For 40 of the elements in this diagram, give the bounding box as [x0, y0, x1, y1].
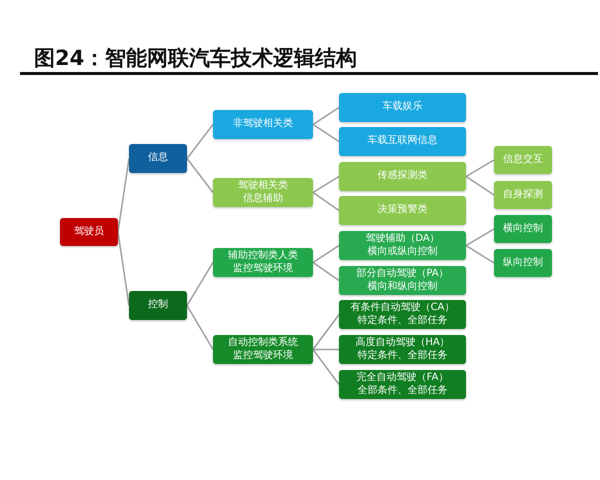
- connector-line: [312, 106, 340, 126]
- connector-line: [312, 124, 340, 142]
- figure-title: 图24：智能网联汽车技术逻辑结构: [34, 45, 358, 72]
- connector-line: [466, 176, 494, 196]
- category-box: 车载互联网信息: [339, 127, 466, 156]
- category-box: 控制: [129, 291, 187, 320]
- connector-line: [186, 305, 214, 350]
- category-box: 高度自动驾驶（HA）特定条件、全部任务: [339, 335, 466, 364]
- category-box: 车载娱乐: [339, 93, 466, 122]
- category-box: 纵向控制: [494, 249, 552, 277]
- category-box: 有条件自动驾驶（CA）特定条件、全部任务: [339, 300, 466, 329]
- connector-line: [117, 232, 130, 306]
- category-box: 驾驶相关类信息辅助: [213, 178, 313, 207]
- connector-line: [312, 314, 340, 350]
- connector-line: [466, 159, 494, 178]
- category-box: 横向控制: [494, 215, 552, 243]
- connector-line: [313, 348, 339, 350]
- category-box: 自身探测: [494, 181, 552, 209]
- connector-line: [186, 124, 214, 159]
- category-box: 驾驶辅助（DA）横向或纵向控制: [339, 231, 466, 260]
- category-box: 辅助控制类人类监控驾驶环境: [213, 248, 313, 277]
- connector-line: [466, 244, 494, 264]
- connector-line: [312, 244, 340, 264]
- category-box: 信息交互: [494, 146, 552, 174]
- connector-line: [312, 262, 340, 282]
- connector-line: [117, 158, 130, 232]
- connector-line: [312, 192, 340, 212]
- connector-line: [312, 349, 340, 385]
- category-box: 信息: [129, 144, 187, 173]
- category-box: 完全自动驾驶（FA）全部条件、全部任务: [339, 370, 466, 399]
- category-box: 决策预警类: [339, 196, 466, 225]
- category-box: 驾驶员: [60, 218, 118, 246]
- connector-line: [186, 158, 214, 193]
- connector-line: [186, 262, 214, 306]
- category-box: 自动控制类系统监控驾驶环境: [213, 335, 313, 364]
- connector-line: [312, 176, 340, 194]
- category-box: 传感探测类: [339, 162, 466, 191]
- category-box: 非驾驶相关类: [213, 110, 313, 139]
- category-box: 部分自动驾驶（PA）横向和纵向控制: [339, 266, 466, 295]
- connector-line: [466, 228, 494, 246]
